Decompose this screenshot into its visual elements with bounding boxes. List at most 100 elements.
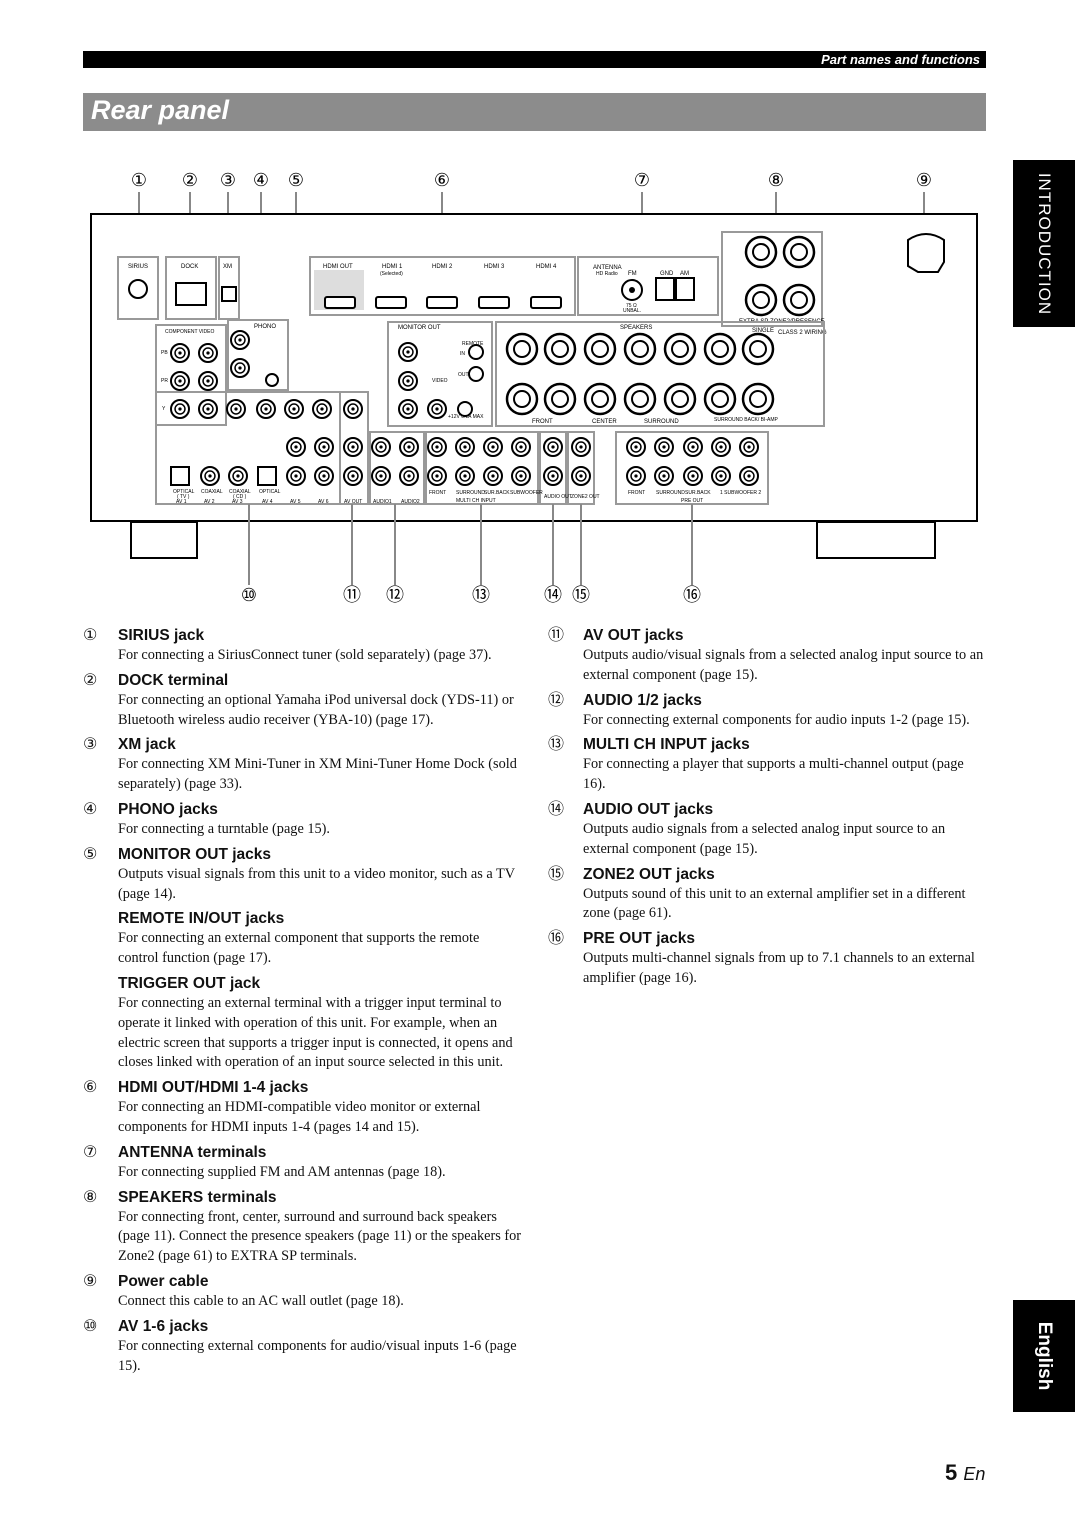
entry-title: HDMI OUT/HDMI 1-4 jacks: [118, 1079, 309, 1097]
entry-title: ANTENNA terminals: [118, 1143, 267, 1161]
speaker-terminal-plus-inner-6: [749, 340, 767, 358]
entry-text: Outputs multi-channel signals from up to…: [583, 950, 975, 986]
av-jack-upper-5-ring: [431, 441, 443, 453]
av-jack-lower-5-pin: [379, 474, 383, 478]
av-jack-upper-9-ring: [547, 441, 559, 453]
label-av6: AV 6: [318, 499, 329, 505]
speaker-terminal-plus-inner-5: [711, 340, 729, 358]
speaker-terminal-plus-inner-3: [631, 340, 649, 358]
callout-2: ②: [182, 170, 198, 190]
optical-port-2: [257, 466, 277, 486]
label-single: SINGLE: [752, 328, 774, 334]
av-jack-lower-1-pin: [236, 474, 240, 478]
pre-out-lower-1-pin: [662, 474, 666, 478]
monitor-jack-2-pin: [406, 407, 410, 411]
pre-out-lower-3-pin: [719, 474, 723, 478]
video-jack-1-pin: [264, 407, 268, 411]
pre-out-upper-4-pin: [747, 445, 751, 449]
av-jack-upper-8-ring: [515, 441, 527, 453]
monitor-jack-2-ring: [402, 403, 414, 415]
av-jack-lower-2-pin: [294, 474, 298, 478]
av-jack-lower-8-ring: [459, 470, 471, 482]
av-jack-lower-6-pin: [407, 474, 411, 478]
entry-text: Outputs visual signals from this unit to…: [118, 865, 515, 902]
component-jack-5-pin: [206, 407, 210, 411]
label-dock: DOCK: [181, 264, 198, 270]
component-jack-2-pin: [178, 379, 182, 383]
video-jack-2-ring: [288, 403, 300, 415]
label-zone2-out: ZONE2 OUT: [571, 494, 600, 500]
entry-text: For connecting an HDMI-compatible video …: [118, 1099, 481, 1135]
entry-title: DOCK terminal: [118, 671, 229, 689]
entry-text: For connecting a SiriusConnect tuner (so…: [118, 647, 492, 663]
label-antenna: ANTENNA: [593, 265, 622, 271]
entry-text: For connecting front, center, surround a…: [118, 1208, 522, 1265]
av-jack-upper-2-pin: [351, 445, 355, 449]
phono-gnd: [265, 373, 279, 387]
entry-text: For connecting external components for a…: [118, 1337, 517, 1374]
rear-panel-diagram: ① ② ③ ④ ⑤ ⑥ ⑦ ⑧ ⑨ SIRIUS DOCK XM HDMI OU…: [90, 170, 978, 605]
entry-number: ④: [83, 800, 98, 818]
entry-number: ③: [83, 736, 98, 754]
speaker-terminal-minus-inner-5: [711, 390, 729, 408]
callout-11: ⑪: [343, 585, 361, 605]
av-jack-lower-10-pin: [519, 474, 523, 478]
extra-sp-terminal-inner-2: [752, 291, 770, 309]
label-sp-surback: SURROUND BACK/ BI-AMP: [714, 417, 779, 423]
av-jack-upper-9-pin: [551, 445, 555, 449]
entry-number: ⑬: [548, 736, 565, 754]
entry-number: ⑥: [83, 1079, 98, 1097]
component-jack-0-pin: [178, 351, 182, 355]
label-hd-radio: HD Radio: [596, 271, 618, 277]
callout-15: ⑮: [572, 585, 590, 605]
av-jack-upper-7-ring: [487, 441, 499, 453]
pre-out-upper-3-pin: [719, 445, 723, 449]
av-out-video-jack-pin: [351, 407, 355, 411]
label-hdmi1-sub: (Selected): [380, 271, 403, 277]
entry-text: For connecting external components for a…: [583, 711, 970, 728]
xm-jack: [221, 286, 237, 302]
callout-7: ⑦: [634, 170, 650, 190]
label-75ohm: 75 Ω: [626, 303, 637, 309]
hdmi-port-1: [375, 296, 407, 309]
entry-text: For connecting an optional Yamaha iPod u…: [118, 691, 514, 728]
entry-title: XM jack: [118, 736, 176, 754]
callout-14: ⑭: [544, 585, 562, 605]
av-jack-lower-0-pin: [208, 474, 212, 478]
pre-out-lower-2-pin: [691, 474, 695, 478]
component-jack-2-ring: [174, 375, 186, 387]
label-y: Y: [162, 406, 166, 412]
label-class2: CLASS 2 WIRING: [778, 330, 827, 336]
label-sp-surround: SURROUND: [644, 419, 679, 425]
av-jack-lower-0-ring: [204, 470, 216, 482]
av-jack-lower-7-pin: [435, 474, 439, 478]
pre-out-lower-4-ring: [743, 470, 755, 482]
label-speakers: SPEAKERS: [620, 325, 652, 331]
remote-in-jack: [468, 344, 484, 360]
av-jack-upper-2-ring: [347, 441, 359, 453]
speaker-terminal-minus-inner-3: [631, 390, 649, 408]
component-jack-4-pin: [178, 407, 182, 411]
av-jack-lower-9-pin: [491, 474, 495, 478]
component-jack-1-pin: [206, 351, 210, 355]
entry-text: For connecting a player that supports a …: [583, 756, 964, 793]
hdmi-port-0: [324, 296, 356, 309]
entry-number: ⑭: [548, 800, 565, 818]
av-jack-lower-3-ring: [318, 470, 330, 482]
page-lang: En: [963, 1464, 986, 1484]
pre-out-upper-0-ring: [630, 441, 642, 453]
speaker-terminal-minus-inner-1: [551, 390, 569, 408]
av-jack-upper-8-pin: [519, 445, 523, 449]
monitor-jack-1-pin: [406, 379, 410, 383]
speaker-terminal-minus-inner-2: [591, 390, 609, 408]
page-number-value: 5: [945, 1460, 958, 1485]
entry-text: For connecting an external terminal with…: [118, 994, 513, 1071]
callout-5: ⑤: [288, 170, 304, 190]
